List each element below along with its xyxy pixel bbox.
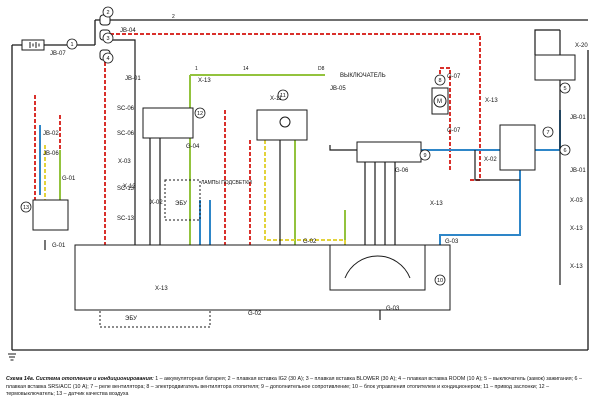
connector-x13-f: X-13 [570, 264, 583, 270]
component-9: 9 [423, 153, 426, 159]
ground-g03-b: G-03 [386, 306, 400, 312]
component-7: 7 [546, 130, 549, 136]
lamps-label: ЛАМПЫ ПОДСВЕТКИ [201, 180, 252, 186]
ground-g01-a: G-01 [62, 176, 76, 182]
component-8: 8 [438, 78, 441, 84]
actuator-box [256, 109, 308, 141]
wire-number-14: 14 [243, 66, 249, 72]
connector-labels: X-20 X-02 X-03 X-13 X-13 X-13 X-13 X-13 … [118, 43, 588, 292]
ground-g07-b: G-07 [447, 128, 461, 134]
resistor-block [356, 141, 422, 163]
connector-x13-a: X-13 [198, 78, 211, 84]
ecu-label-1: ЭБУ [175, 201, 187, 207]
motor-label: М [437, 99, 442, 105]
connector-x13-d: X-13 [430, 201, 443, 207]
splice-sc06-b: SC-06 [117, 131, 135, 137]
caption-body: 1 – аккумуляторная батарея; 2 – плавкая … [6, 376, 582, 397]
control-unit-box [74, 244, 451, 311]
component-11: 11 [280, 93, 286, 99]
splice-labels: JB-04 JB-07 JB-01 JB-05 JB-02 JB-06 JB-0… [43, 28, 586, 222]
component-5: 5 [563, 86, 566, 92]
splice-jb01-c: JB-01 [570, 168, 586, 174]
frame-lines [11, 19, 589, 351]
blower-motor-icon [431, 87, 449, 115]
splice-sc06-a: SC-06 [117, 106, 135, 112]
thermo-switch-box [142, 107, 194, 139]
yellow-wires [44, 140, 346, 255]
ecu-dashed-boxes [99, 179, 211, 328]
component-2: 2 [106, 10, 109, 16]
connector-x13-b: X-13 [485, 98, 498, 104]
ground-g07-a: G-07 [447, 74, 461, 80]
ground-g01-b: G-01 [52, 243, 66, 249]
component-6: 6 [563, 148, 566, 154]
splice-sc13-b: SC-13 [117, 216, 135, 222]
connector-x13-g: X-13 [155, 286, 168, 292]
splice-jb06: JB-06 [43, 151, 59, 157]
caption-title: Схема 14а. Система отопления и кондицион… [6, 376, 154, 382]
ecu-label-2: ЭБУ [125, 316, 137, 322]
wire-number-2: 2 [172, 14, 175, 20]
diagram-caption: Схема 14а. Система отопления и кондицион… [6, 376, 594, 399]
splice-jb01-a: JB-01 [125, 76, 141, 82]
component-3: 3 [106, 36, 109, 42]
splice-jb04: JB-04 [120, 28, 136, 34]
wire-number-1: 1 [195, 66, 198, 72]
ground-labels: G-01 G-01 G-04 G-06 G-07 G-07 G-02 G-02 … [52, 74, 461, 317]
splice-jb01-b: JB-01 [570, 115, 586, 121]
misc-labels: ВЫКЛЮЧАТЕЛЬ ЛАМПЫ ПОДСВЕТКИ ЭБУ ЭБУ М D8… [125, 14, 442, 322]
ignition-switch-box [534, 54, 576, 81]
wire-number-d8: D8 [318, 66, 325, 72]
connector-x02-a: X-02 [484, 157, 497, 163]
splice-jb07: JB-07 [50, 51, 66, 57]
component-number-markers [20, 6, 571, 286]
connector-x03: X-03 [118, 159, 131, 165]
component-1: 1 [70, 42, 73, 48]
ground-g02-a: G-02 [303, 239, 317, 245]
connector-x13-c: X-13 [123, 184, 136, 190]
ground-g04: G-04 [186, 144, 200, 150]
ground-g03-a: G-03 [445, 239, 459, 245]
component-10: 10 [437, 278, 443, 284]
red-wires [34, 33, 481, 255]
chassis-ground-icon [8, 353, 16, 361]
connector-x20: X-20 [575, 43, 588, 49]
splice-jb05: JB-05 [330, 86, 346, 92]
ground-g02-b: G-02 [248, 311, 262, 317]
battery-icon [21, 39, 45, 51]
splice-sc13-a: SC-13 [117, 186, 135, 192]
connector-x13-e: X-13 [570, 226, 583, 232]
component-4: 4 [106, 56, 109, 62]
switch-label: ВЫКЛЮЧАТЕЛЬ [340, 73, 386, 79]
connector-x11: X-11 [270, 96, 283, 102]
air-sensor-box [32, 199, 69, 231]
ground-g06: G-06 [395, 168, 409, 174]
component-13: 13 [23, 205, 29, 211]
green-wires [59, 74, 346, 255]
blower-relay-box [499, 124, 536, 171]
connector-x02-b: X-02 [150, 200, 163, 206]
component-12: 12 [197, 111, 203, 117]
splice-jb02: JB-02 [43, 131, 59, 137]
component-number-texts: 2 3 4 1 5 6 7 8 9 10 11 12 13 [23, 10, 567, 284]
connector-x03-b: X-03 [570, 198, 583, 204]
